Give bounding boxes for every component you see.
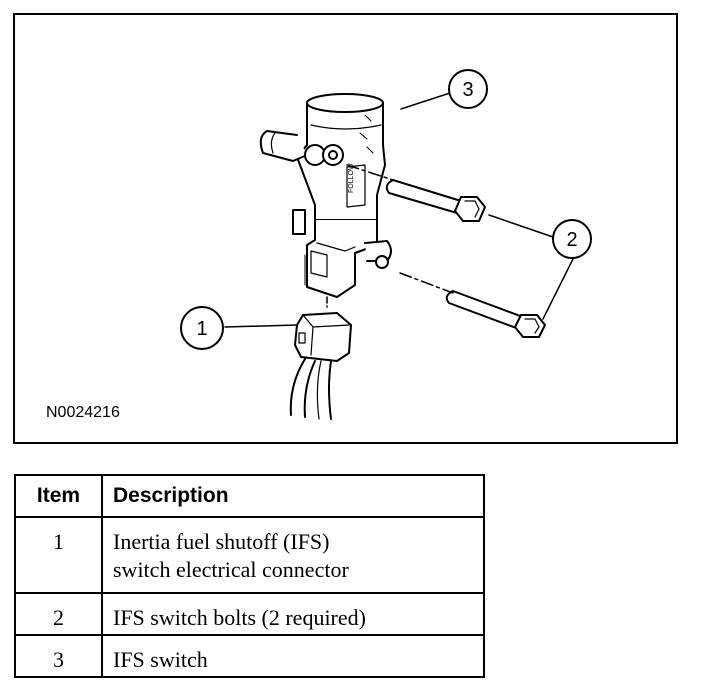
electrical-connector: [289, 312, 352, 420]
switch-label-text: FOLLOW: [348, 163, 355, 193]
description-line: switch electrical connector: [113, 557, 349, 582]
figure-id-code: N0024216: [46, 404, 120, 421]
legend-table: Item Description 1 Inertia fuel shutoff …: [14, 474, 485, 678]
description-line: IFS switch bolts (2 required): [113, 605, 366, 630]
ifs-switch-body: [259, 93, 392, 298]
item-description: IFS switch: [101, 634, 485, 678]
callout-1-label: 1: [196, 318, 207, 340]
lower-bolt: [445, 290, 546, 338]
description-line: IFS switch: [113, 647, 208, 672]
callout-3-label: 3: [462, 79, 473, 101]
item-column-header: Item: [14, 474, 103, 518]
item-number: 3: [14, 634, 103, 678]
callout-2-label: 2: [566, 229, 577, 251]
table-row: 1 Inertia fuel shutoff (IFS) switch elec…: [14, 516, 485, 594]
upper-bolt: [385, 179, 486, 222]
item-number: 2: [14, 592, 103, 636]
table-row: 2 IFS switch bolts (2 required): [14, 592, 485, 636]
callout-3-circle: [448, 69, 488, 109]
item-number: 1: [14, 516, 103, 594]
item-description: Inertia fuel shutoff (IFS) switch electr…: [101, 516, 485, 594]
legend-header-row: Item Description: [14, 474, 485, 518]
item-description: IFS switch bolts (2 required): [101, 592, 485, 636]
callout-1-circle: [180, 306, 224, 350]
figure-frame: FOLLOW: [13, 13, 678, 444]
table-row: 3 IFS switch: [14, 634, 485, 678]
callout-2-circle: [552, 219, 592, 259]
description-column-header: Description: [101, 474, 485, 518]
description-line: Inertia fuel shutoff (IFS): [113, 529, 330, 554]
ifs-switch-illustration: FOLLOW: [46, 69, 592, 421]
